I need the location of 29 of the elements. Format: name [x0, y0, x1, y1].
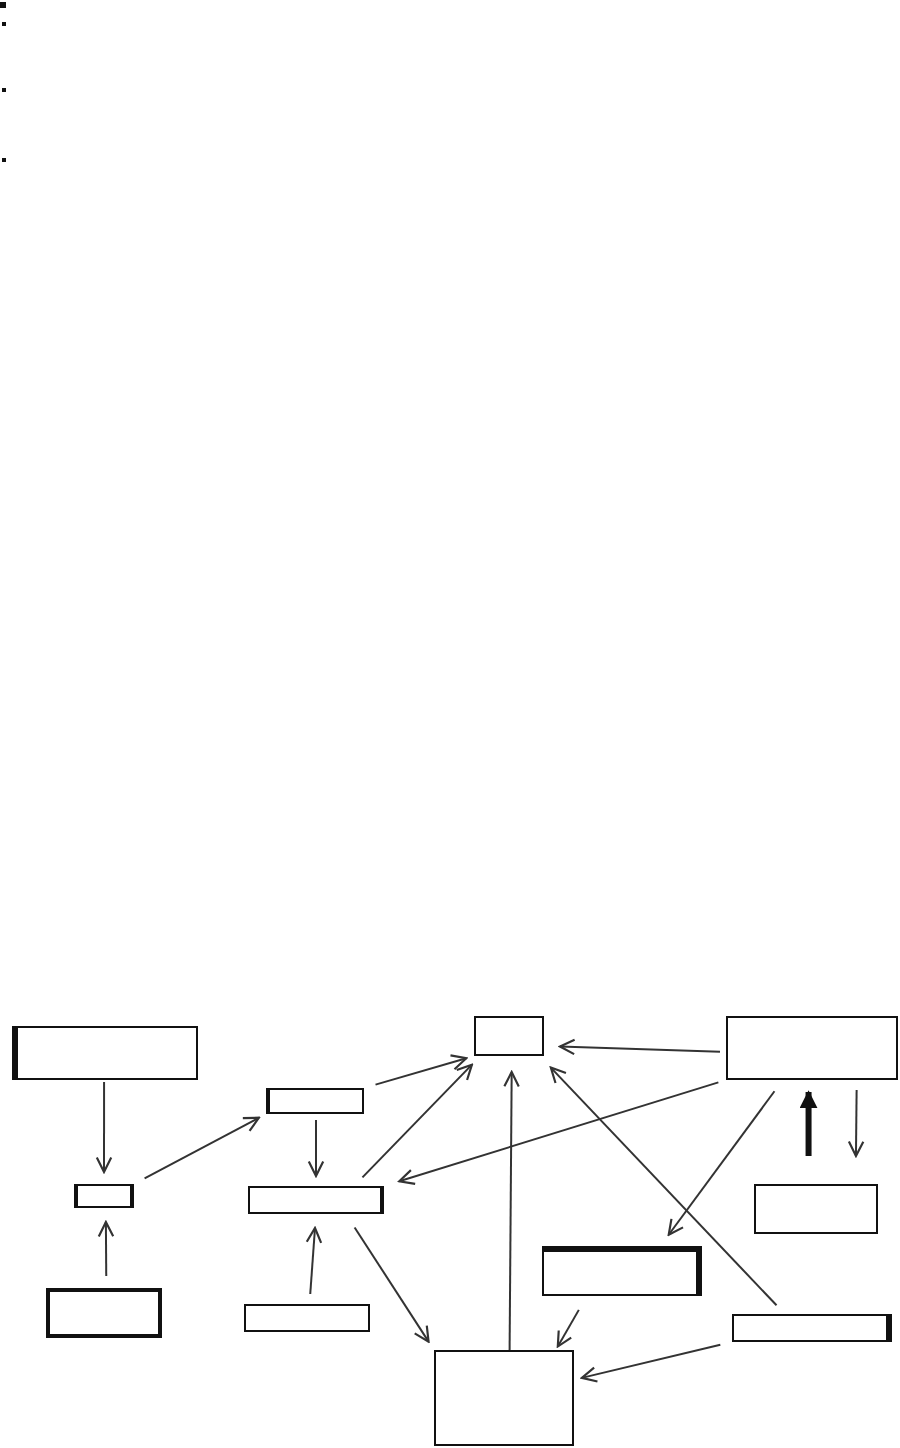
empty-box	[754, 1184, 878, 1234]
arrow	[307, 1119, 325, 1178]
arrow	[558, 1038, 721, 1056]
arrow	[847, 1089, 865, 1158]
arrow	[143, 1116, 260, 1180]
empty-box	[474, 1016, 544, 1056]
empty-box	[434, 1350, 574, 1446]
arrow	[353, 1226, 430, 1343]
empty-box	[12, 1026, 198, 1080]
arrow	[398, 1081, 720, 1185]
empty-box	[726, 1016, 898, 1080]
arrow	[667, 1090, 776, 1236]
arrow	[97, 1220, 115, 1277]
empty-box	[266, 1088, 364, 1114]
arrow	[556, 1308, 580, 1348]
arrow	[374, 1054, 468, 1086]
arrow	[305, 1226, 323, 1296]
arrow	[95, 1081, 113, 1174]
empty-box	[244, 1304, 370, 1332]
arrow	[580, 1343, 722, 1383]
arrow	[361, 1063, 473, 1179]
empty-box	[74, 1184, 134, 1208]
empty-box	[542, 1246, 702, 1296]
arrow	[503, 1070, 520, 1351]
empty-box	[46, 1288, 162, 1338]
empty-box	[732, 1314, 892, 1342]
arrow	[799, 1090, 818, 1156]
empty-box	[248, 1186, 384, 1214]
arrow	[549, 1066, 778, 1307]
